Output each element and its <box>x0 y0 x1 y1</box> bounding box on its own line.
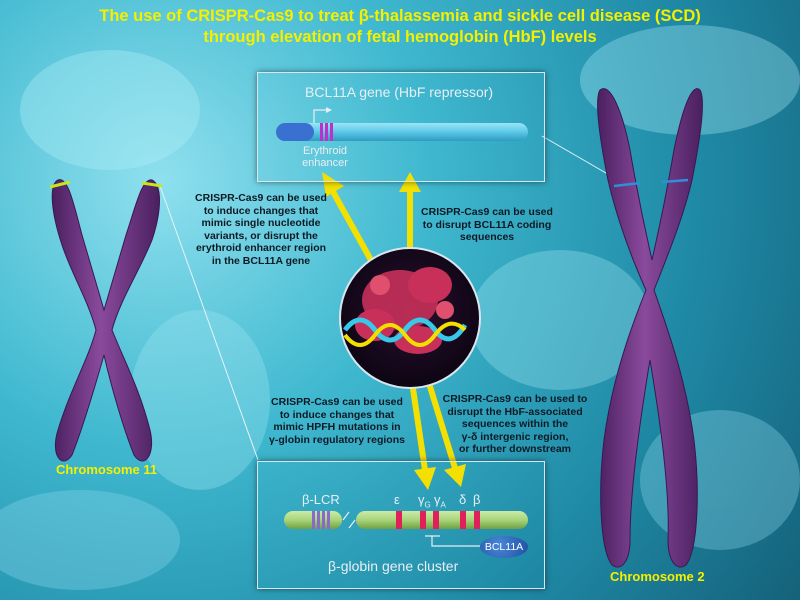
chromosome-2 <box>597 88 703 568</box>
cas9-protein <box>355 267 454 354</box>
caption-hpfh: CRISPR-Cas9 can be used to induce change… <box>269 396 405 446</box>
bcl11a-badge: BCL11A <box>480 536 528 558</box>
delta-label: δ <box>459 492 467 507</box>
dna-strand-yellow <box>343 321 467 347</box>
gamma-g-label: γG <box>418 492 431 510</box>
chromosome-2-label: Chromosome 2 <box>610 569 705 584</box>
arrow-to-coding <box>399 172 421 258</box>
bcl11a-panel <box>257 72 545 182</box>
beta-globin-panel-title: β-globin gene cluster <box>328 558 459 574</box>
title-line-2: through elevation of fetal hemoglobin (H… <box>203 28 597 46</box>
caption-intergenic: CRISPR-Cas9 can be used to disrupt the H… <box>442 393 588 455</box>
lcr-label: β-LCR <box>302 492 340 507</box>
arrows <box>322 172 466 490</box>
gamma-a-label: γA <box>434 492 446 510</box>
beta-globin-panel <box>257 461 545 589</box>
erythroid-enhancer-label: Erythroid enhancer <box>302 145 348 169</box>
beta-label: β <box>473 492 481 507</box>
arrow-to-enhancer <box>322 172 375 264</box>
bcl11a-panel-title: BCL11A gene (HbF repressor) <box>305 84 494 100</box>
crispr-cas9-circle <box>339 247 481 389</box>
caption-enhancer: CRISPR-Cas9 can be used to induce change… <box>195 192 327 267</box>
beta-globin-gene-graphic <box>284 511 528 547</box>
epsilon-label: ε <box>394 492 400 507</box>
dna-strand-cyan <box>343 317 468 343</box>
connector-chr11-top <box>159 185 259 461</box>
chromosome-11-label: Chromosome 11 <box>56 462 158 477</box>
chromosome-11 <box>49 179 163 462</box>
arrow-to-intergenic <box>425 379 466 487</box>
connector-chr2-top <box>541 135 619 181</box>
diagram-title: The use of CRISPR-Cas9 to treat β-thalas… <box>0 6 800 48</box>
caption-coding: CRISPR-Cas9 can be used to disrupt BCL11… <box>421 206 553 243</box>
bcl11a-gene-graphic <box>276 107 528 141</box>
title-line-1: The use of CRISPR-Cas9 to treat β-thalas… <box>99 7 701 25</box>
arrow-to-gamma <box>409 381 436 490</box>
